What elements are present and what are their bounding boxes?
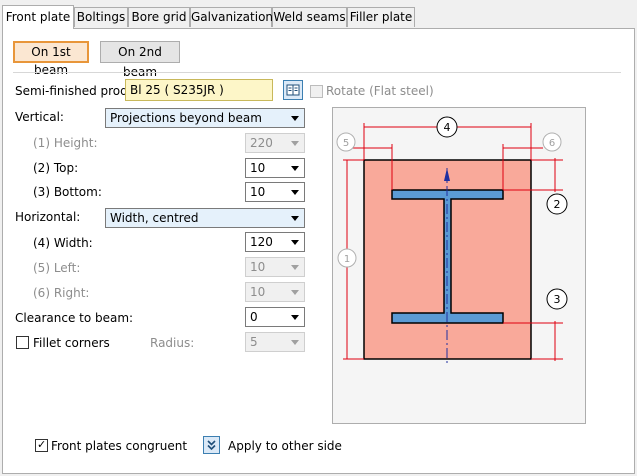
chevron-down-icon bbox=[291, 340, 299, 345]
chevron-down-icon bbox=[291, 141, 299, 146]
horizontal-select-value: Width, centred bbox=[110, 211, 199, 225]
tab-bore-grid[interactable]: Bore grid bbox=[128, 7, 190, 27]
on-1st-beam-button[interactable]: On 1st beam bbox=[13, 41, 89, 77]
tab-filler-plate[interactable]: Filler plate bbox=[347, 7, 415, 27]
radius-select[interactable]: 5 bbox=[245, 332, 305, 352]
chevron-down-icon bbox=[291, 290, 299, 295]
marker-2-circle bbox=[546, 193, 568, 215]
right-label: (6) Right: bbox=[33, 286, 90, 300]
bottom-label: (3) Bottom: bbox=[33, 185, 102, 199]
marker-3-circle bbox=[546, 288, 568, 310]
chevron-down-icon bbox=[291, 265, 299, 270]
clearance-select[interactable]: 0 bbox=[245, 307, 305, 327]
chevron-down-icon bbox=[291, 116, 299, 121]
marker-6-circle bbox=[542, 132, 562, 152]
tab-boltings[interactable]: Boltings bbox=[74, 7, 128, 27]
marker-4-circle bbox=[436, 116, 458, 138]
chevron-down-icon bbox=[291, 190, 299, 195]
on-2nd-beam-button[interactable]: On 2nd beam bbox=[100, 41, 180, 79]
radius-select-value: 5 bbox=[250, 335, 258, 349]
fillet-corners-label: Fillet corners bbox=[33, 336, 110, 350]
marker-1: 1 bbox=[344, 254, 350, 265]
rotate-checkbox[interactable] bbox=[310, 85, 323, 98]
catalog-button[interactable] bbox=[283, 80, 303, 100]
fillet-corners-checkbox[interactable] bbox=[16, 336, 29, 349]
front-plates-congruent-label: Front plates congruent bbox=[51, 439, 188, 453]
marker-2: 2 bbox=[554, 198, 561, 211]
apply-to-other-side-button[interactable] bbox=[203, 436, 220, 454]
front-plate-preview: 4 5 6 1 2 3 bbox=[332, 107, 586, 424]
tab-galvanization[interactable]: Galvanization bbox=[190, 7, 273, 27]
right-select[interactable]: 10 bbox=[245, 282, 305, 302]
separator bbox=[13, 72, 621, 73]
clearance-label: Clearance to beam: bbox=[15, 311, 134, 325]
semi-finished-label: Semi-finished produc bbox=[15, 84, 142, 98]
tab-front-plate[interactable]: Front plate bbox=[2, 5, 74, 29]
chevron-down-icon bbox=[291, 315, 299, 320]
front-plates-congruent-checkbox[interactable]: ✓ bbox=[35, 438, 48, 452]
width-select[interactable]: 120 bbox=[245, 232, 305, 252]
top-select-value: 10 bbox=[250, 161, 266, 175]
chevron-down-icon bbox=[291, 166, 299, 171]
left-select-value: 10 bbox=[250, 260, 266, 274]
vertical-select-value: Projections beyond beam bbox=[110, 111, 262, 125]
tab-weld-seams[interactable]: Weld seams bbox=[272, 7, 347, 27]
marker-5-circle bbox=[336, 132, 356, 152]
right-select-value: 10 bbox=[250, 285, 266, 299]
marker-6: 6 bbox=[549, 138, 555, 149]
bottom-select[interactable]: 10 bbox=[245, 182, 305, 202]
apply-to-other-side-label[interactable]: Apply to other side bbox=[228, 439, 342, 453]
radius-label: Radius: bbox=[150, 336, 195, 350]
vertical-label: Vertical: bbox=[15, 110, 64, 124]
marker-5: 5 bbox=[343, 138, 349, 149]
center-arrow bbox=[444, 168, 450, 181]
top-label: (2) Top: bbox=[33, 161, 79, 175]
horizontal-select[interactable]: Width, centred bbox=[105, 208, 305, 228]
checkmark-icon: ✓ bbox=[37, 438, 47, 451]
chevron-down-icon bbox=[291, 240, 299, 245]
left-select[interactable]: 10 bbox=[245, 257, 305, 277]
top-select[interactable]: 10 bbox=[245, 158, 305, 178]
double-chevron-down-icon bbox=[207, 440, 216, 451]
chevron-down-icon bbox=[291, 216, 299, 221]
marker-4: 4 bbox=[444, 121, 451, 134]
horizontal-label: Horizontal: bbox=[15, 210, 81, 224]
left-label: (5) Left: bbox=[33, 261, 81, 275]
height-select-value: 220 bbox=[250, 136, 273, 150]
bottom-select-value: 10 bbox=[250, 185, 266, 199]
catalog-icon bbox=[286, 84, 300, 96]
rotate-label: Rotate (Flat steel) bbox=[326, 84, 434, 98]
semi-finished-field[interactable]: Bl 25 ( S235JR ) bbox=[125, 79, 273, 101]
width-select-value: 120 bbox=[250, 235, 273, 249]
height-select[interactable]: 220 bbox=[245, 133, 305, 153]
marker-1-circle bbox=[337, 248, 357, 268]
height-label: (1) Height: bbox=[33, 136, 98, 150]
front-plate-diagram: 4 5 6 1 2 3 bbox=[336, 116, 568, 363]
vertical-select[interactable]: Projections beyond beam bbox=[105, 108, 305, 128]
marker-3: 3 bbox=[554, 293, 561, 306]
clearance-select-value: 0 bbox=[250, 310, 258, 324]
width-label: (4) Width: bbox=[33, 236, 93, 250]
